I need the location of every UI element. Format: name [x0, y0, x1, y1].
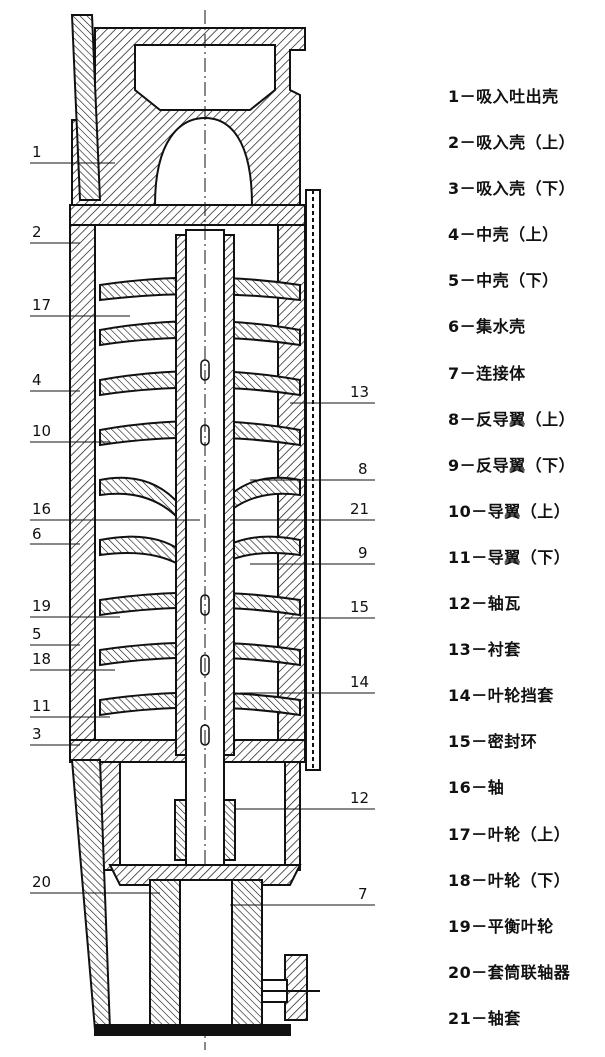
callout-6: 6 [32, 525, 42, 543]
callout-7: 7 [358, 885, 368, 903]
casing-top [69, 204, 306, 226]
callout-14: 14 [350, 673, 369, 691]
legend-item: 13－衬套 [448, 640, 521, 660]
legend-item: 17－叶轮（上） [448, 824, 571, 844]
legend-item: 10－导翼（上） [448, 501, 571, 521]
callout-10: 10 [32, 422, 51, 440]
legend-item: 12－轴瓦 [448, 594, 521, 614]
legend-item: 14－叶轮挡套 [448, 686, 554, 706]
legend-item: 18－叶轮（下） [448, 870, 571, 890]
callout-5: 5 [32, 625, 42, 643]
legend-item: 9－反导翼（下） [448, 455, 576, 475]
left-pipe [70, 14, 102, 201]
callout-17: 17 [32, 296, 51, 314]
callout-18: 18 [32, 650, 51, 668]
callout-leaders [30, 162, 375, 906]
callout-numbers: 1 2 17 4 10 16 6 19 5 18 11 3 20 13 8 21… [32, 143, 369, 903]
callout-9: 9 [358, 544, 368, 562]
pump-body [69, 10, 321, 1050]
legend-item: 11－导翼（下） [448, 547, 571, 567]
callout-4: 4 [32, 371, 42, 389]
callout-15: 15 [350, 598, 369, 616]
callout-16: 16 [32, 500, 51, 518]
drain-plug [284, 954, 308, 1021]
legend-item: 6－集水壳 [448, 317, 526, 337]
legend-item: 7－连接体 [448, 363, 526, 383]
parts-legend: 1－吸入吐出壳 2－吸入壳（上） 3－吸入壳（下） 4－中壳（上） 5－中壳（下… [448, 82, 598, 1050]
callout-12: 12 [350, 789, 369, 807]
lower-casing-right [284, 761, 301, 871]
legend-item: 5－中壳（下） [448, 271, 559, 291]
callout-2: 2 [32, 223, 42, 241]
legend-item: 20－套筒联轴器 [448, 962, 571, 982]
legend-item: 2－吸入壳（上） [448, 133, 576, 153]
base-frame [94, 1024, 291, 1036]
callout-11: 11 [32, 697, 51, 715]
outer-casing-left [69, 204, 96, 761]
legend-item: 21－轴套 [448, 1008, 521, 1028]
legend-item: 15－密封环 [448, 732, 538, 752]
legend-item: 1－吸入吐出壳 [448, 87, 559, 106]
legend-item: 4－中壳（上） [448, 225, 559, 245]
callout-1: 1 [32, 143, 42, 161]
callout-19: 19 [32, 597, 51, 615]
shaft-sleeve-left [175, 234, 187, 756]
legend-item: 8－反导翼（上） [448, 409, 576, 429]
legend-item: 19－平衡叶轮 [448, 916, 554, 936]
callout-21: 21 [350, 500, 369, 518]
shaft-sleeve-right [223, 234, 235, 756]
callout-3: 3 [32, 725, 42, 743]
bearing-bush [174, 799, 236, 861]
callout-8: 8 [358, 460, 368, 478]
callout-13: 13 [350, 383, 369, 401]
pump-cross-section-drawing: 1 2 17 4 10 16 6 19 5 18 11 3 20 13 8 21… [30, 10, 375, 1050]
legend-item: 3－吸入壳（下） [448, 179, 576, 199]
legend-item: 16－轴 [448, 778, 505, 798]
callout-20: 20 [32, 873, 51, 891]
